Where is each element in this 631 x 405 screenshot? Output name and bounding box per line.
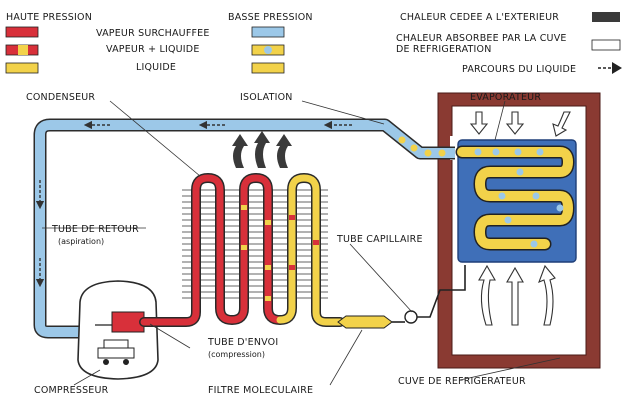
legend-swatch-lp-vapor <box>251 26 285 38</box>
molecular-filter <box>337 315 393 329</box>
label-insulation: ISOLATION <box>240 92 293 103</box>
label-return-tube: TUBE DE RETOUR <box>51 224 139 235</box>
legend-liquid-path-arrow-icon <box>612 62 622 74</box>
evaporator <box>455 139 577 263</box>
legend-low-pressure-title: BASSE PRESSION <box>228 12 313 23</box>
condenser-fins <box>182 189 328 299</box>
return-tube-loop <box>33 118 455 339</box>
condenser <box>139 173 345 327</box>
heat-absorbed-arrow-icon <box>469 111 489 135</box>
capillary-tube <box>392 265 466 324</box>
label-compressor: COMPRESSEUR <box>34 385 109 396</box>
legend-high-pressure-title: HAUTE PRESSION <box>6 12 92 23</box>
legend: HAUTE PRESSION BASSE PRESSION VAPEUR SUR… <box>5 12 622 75</box>
legend-vapor-liquid: VAPEUR + LIQUIDE <box>106 44 200 55</box>
legend-heat-released: CHALEUR CEDEE A L'EXTERIEUR <box>400 12 559 23</box>
heat-arrow-icon <box>276 134 292 168</box>
heat-absorbed-arrow-icon <box>505 111 525 135</box>
heat-absorbed-arrows <box>469 111 571 326</box>
legend-heat-absorbed-line2: DE REFRIGERATION <box>396 44 492 55</box>
heat-released-arrows <box>232 131 292 168</box>
legend-swatch-lp-vapor-liquid-dot <box>264 46 272 54</box>
label-return-tube-sub: (aspiration) <box>58 237 104 246</box>
heat-arrow-icon <box>232 134 248 168</box>
legend-swatch-hp-liquid <box>5 62 39 74</box>
label-molecular-filter: FILTRE MOLECULAIRE <box>208 385 313 396</box>
legend-swatch-lp-liquid <box>251 62 285 74</box>
legend-liquid: LIQUIDE <box>136 62 176 73</box>
heat-absorbed-arrow-icon <box>552 111 571 137</box>
label-discharge-tube: TUBE D'ENVOI <box>207 337 278 348</box>
legend-swatch-superheated-vapor <box>5 26 39 38</box>
compressor <box>77 280 159 380</box>
label-discharge-tube-sub: (compression) <box>208 350 265 359</box>
legend-swatch-heat-released <box>592 12 620 22</box>
legend-swatch-hp-vapor-liquid-dot <box>18 45 28 55</box>
legend-swatch-heat-absorbed <box>591 39 621 51</box>
leader-lines <box>42 100 561 386</box>
heat-absorbed-arrow-icon <box>506 266 524 326</box>
legend-liquid-path: PARCOURS DU LIQUIDE <box>462 64 576 75</box>
heat-arrow-icon <box>254 131 270 168</box>
return-flow-arrows <box>35 120 352 288</box>
label-condenser: CONDENSEUR <box>26 92 95 103</box>
heat-absorbed-arrow-icon <box>478 264 496 326</box>
label-capillary-tube: TUBE CAPILLAIRE <box>336 234 423 245</box>
legend-superheated-vapor: VAPEUR SURCHAUFFEE <box>96 28 210 39</box>
legend-heat-absorbed-line1: CHALEUR ABSORBEE PAR LA CUVE <box>396 33 567 44</box>
heat-absorbed-arrow-icon <box>538 264 556 326</box>
label-evaporator: EVAPORATEUR <box>470 92 541 103</box>
label-fridge-cabinet: CUVE DE REFRIGERATEUR <box>398 376 526 387</box>
